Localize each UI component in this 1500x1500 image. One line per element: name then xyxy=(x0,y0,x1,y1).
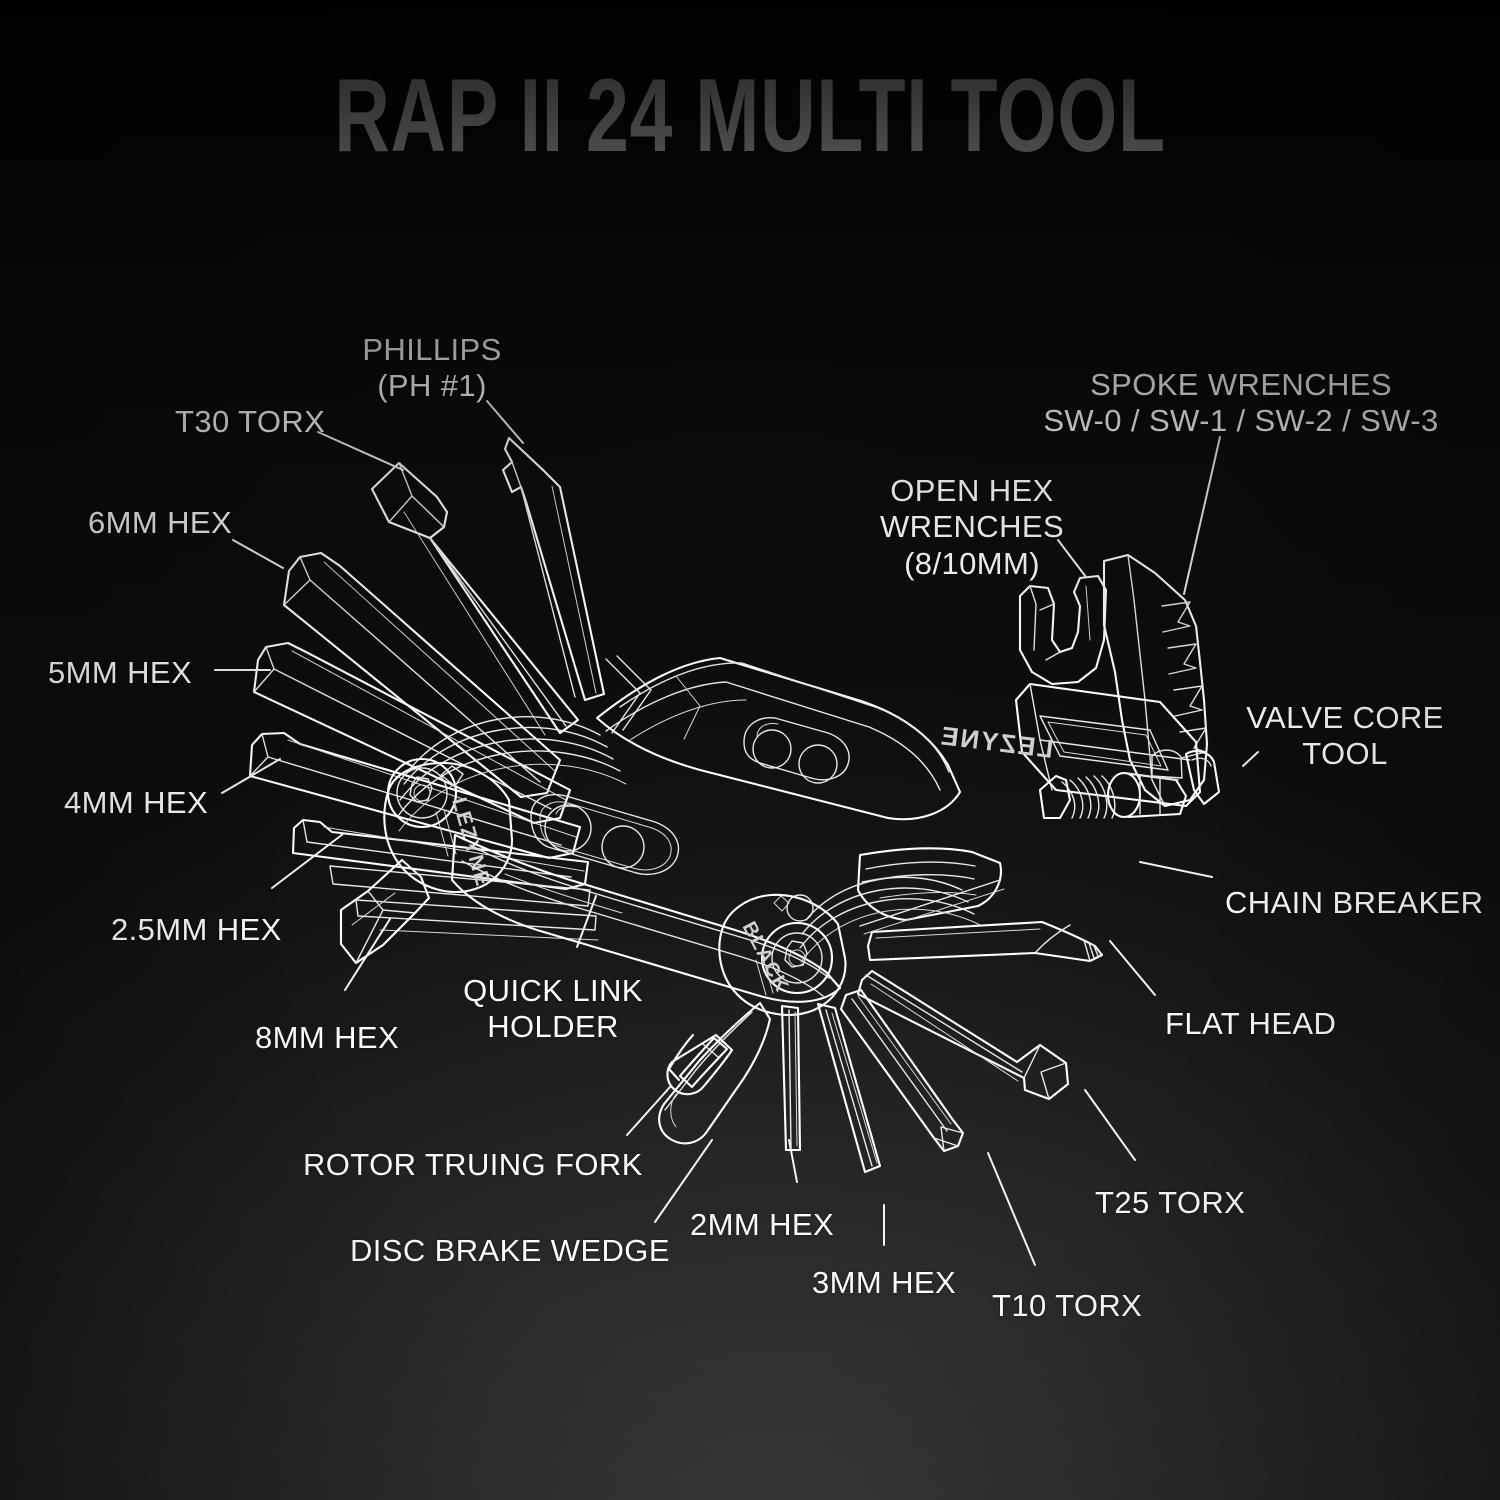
callout-t10-torx: T10 TORX xyxy=(992,1288,1143,1323)
6mm-hex-key xyxy=(282,551,562,799)
leader-lines xyxy=(214,400,1259,1266)
chain-breaker-unit: LEZYNE xyxy=(938,553,1221,820)
spoke-wrenches-leader xyxy=(1183,436,1221,595)
8mm-hex-leader xyxy=(344,918,391,991)
callout-spoke-wrenches: SPOKE WRENCHES SW-0 / SW-1 / SW-2 / SW-3 xyxy=(1043,367,1439,439)
8mm-hex-key xyxy=(339,858,431,965)
callout-8mm-hex: 8MM HEX xyxy=(255,1020,400,1055)
callout-2.5mm-hex: 2.5MM HEX xyxy=(111,912,282,947)
callout-chain-breaker: CHAIN BREAKER xyxy=(1225,885,1484,920)
callout-4mm-hex: 4MM HEX xyxy=(64,785,209,820)
flat-head-screwdriver xyxy=(866,920,1104,963)
callout-3mm-hex: 3MM HEX xyxy=(812,1265,957,1300)
t30-torx-leader xyxy=(317,431,404,471)
callout-phillips: PHILLIPS (PH #1) xyxy=(362,332,502,404)
callout-t25-torx: T25 TORX xyxy=(1095,1185,1246,1220)
t25-torx-leader xyxy=(1084,1089,1136,1161)
callout-disc-brake-wedge: DISC BRAKE WEDGE xyxy=(350,1233,670,1268)
phillips-leader xyxy=(486,400,524,444)
6mm-hex-leader xyxy=(232,539,284,569)
3mm-hex-key xyxy=(816,1002,882,1174)
callout-5mm-hex: 5MM HEX xyxy=(48,655,193,690)
left-tool-fan xyxy=(248,436,606,965)
2mm-hex-key xyxy=(780,1004,802,1152)
callout-t30-torx: T30 TORX xyxy=(175,404,326,439)
callout-quick-link-holder: QUICK LINK HOLDER xyxy=(463,973,643,1045)
chain-breaker-leader xyxy=(1139,861,1213,878)
tool-body xyxy=(450,655,1002,1003)
rotor-truing-fork-leader xyxy=(626,1086,671,1136)
callout-valve-core-tool: VALVE CORE TOOL xyxy=(1246,700,1444,772)
t25-torx-bit xyxy=(856,969,1070,1101)
flat-head-leader xyxy=(1109,940,1156,996)
valve-core-tool xyxy=(1184,750,1221,806)
right-tool-fan xyxy=(658,879,1104,1174)
callout-rotor-truing-fork: ROTOR TRUING FORK xyxy=(303,1147,643,1182)
callout-6mm-hex: 6MM HEX xyxy=(88,505,233,540)
inner-hex-shafts xyxy=(329,865,599,941)
callout-open-hex-wrenches: OPEN HEX WRENCHES (8/10MM) xyxy=(879,473,1065,581)
quick-link-holder-slot xyxy=(530,794,680,875)
callout-2mm-hex: 2MM HEX xyxy=(690,1207,835,1242)
callout-flat-head: FLAT HEAD xyxy=(1165,1006,1337,1041)
t30-torx-bit xyxy=(370,461,580,736)
t10-torx-leader xyxy=(987,1152,1036,1266)
2mm-hex-leader xyxy=(788,1139,798,1183)
t10-torx-bit xyxy=(839,988,965,1153)
